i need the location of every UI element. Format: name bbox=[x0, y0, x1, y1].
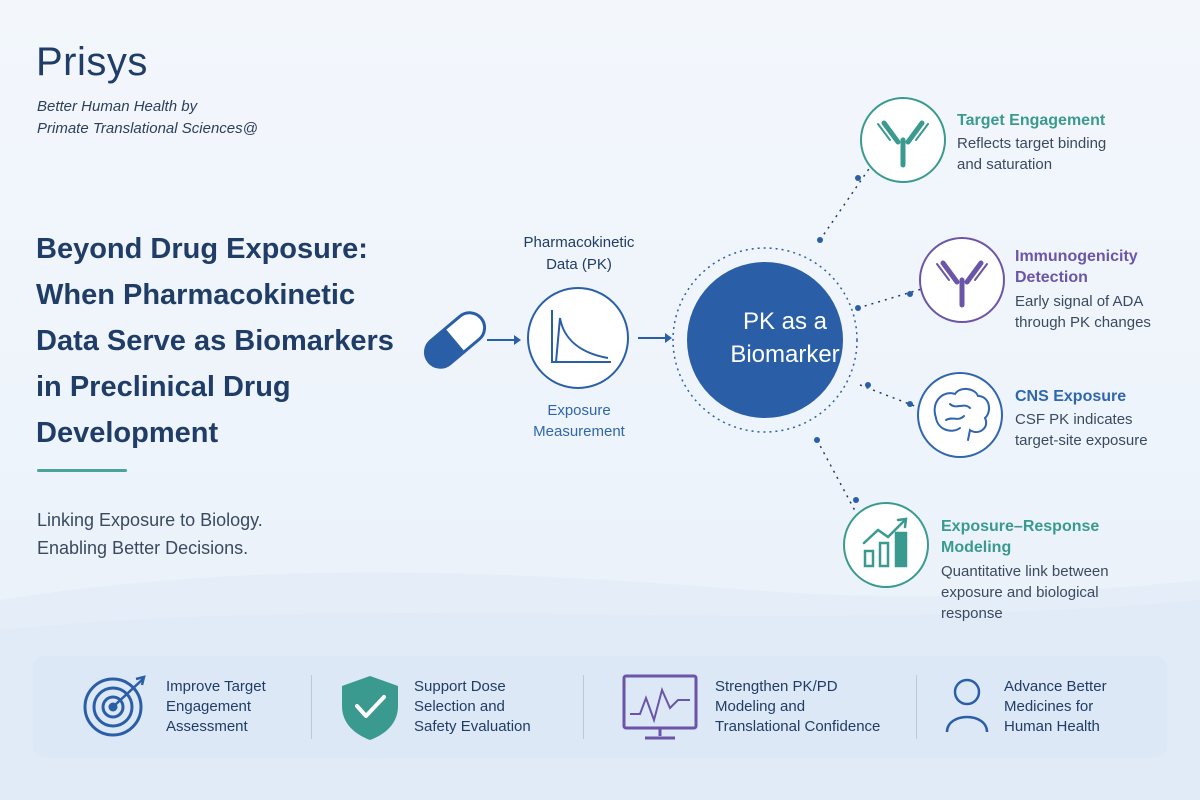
monitor-chart-icon bbox=[622, 674, 698, 740]
hub-circle bbox=[672, 247, 858, 433]
pk-data-title: Pharmacokinetic Data (PK) bbox=[494, 232, 664, 276]
benefit-label: Improve Target Engagement Assessment bbox=[166, 677, 266, 737]
benefit-line: Strengthen PK/PD bbox=[715, 678, 838, 695]
benefit-label: Strengthen PK/PD Modeling and Translatio… bbox=[715, 677, 880, 737]
benefits-bar bbox=[33, 656, 1167, 758]
tagline-line: Better Human Health by bbox=[37, 98, 198, 115]
application-title: CNS Exposure bbox=[1015, 386, 1126, 407]
antibody-icon bbox=[919, 237, 1005, 323]
application-desc: Quantitative link between exposure and b… bbox=[941, 561, 1109, 624]
headline-line: Data Serve as Biomarkers bbox=[36, 325, 394, 357]
subheadline: Linking Exposure to Biology. Enabling Be… bbox=[37, 506, 263, 562]
application-title-line: Detection bbox=[1015, 269, 1088, 286]
connector-dots bbox=[814, 175, 913, 503]
application-desc-line: response bbox=[941, 605, 1003, 622]
connector-lines bbox=[816, 159, 926, 521]
pk-title-line: Data (PK) bbox=[546, 256, 612, 273]
application-title-line: Exposure–Response bbox=[941, 518, 1100, 535]
application-desc: CSF PK indicates target-site exposure bbox=[1015, 409, 1148, 451]
shield-check-icon bbox=[342, 676, 398, 740]
person-icon bbox=[945, 678, 989, 733]
pk-title-line: Pharmacokinetic bbox=[523, 234, 635, 251]
hub-label: PK as a Biomarker bbox=[700, 305, 870, 371]
application-desc: Reflects target binding and saturation bbox=[957, 133, 1106, 175]
arrow-icon bbox=[638, 333, 672, 343]
benefit-line: Human Health bbox=[1004, 718, 1100, 735]
benefit-line: Translational Confidence bbox=[715, 718, 881, 735]
divider bbox=[916, 675, 917, 739]
application-title-line: Immunogenicity bbox=[1015, 248, 1138, 265]
benefit-line: Selection and bbox=[414, 698, 505, 715]
benefit-line: Improve Target bbox=[166, 678, 266, 695]
headline: Beyond Drug Exposure: When Pharmacokinet… bbox=[36, 226, 416, 456]
application-desc-line: CSF PK indicates bbox=[1015, 411, 1133, 428]
subheadline-line: Enabling Better Decisions. bbox=[37, 538, 249, 558]
application-title: Target Engagement bbox=[957, 110, 1105, 131]
benefit-line: Modeling and bbox=[715, 698, 806, 715]
hub-label-line: Biomarker bbox=[730, 341, 840, 368]
tagline-line: Primate Translational Sciences@ bbox=[37, 120, 258, 137]
arrow-icon bbox=[487, 335, 521, 345]
antibody-icon bbox=[860, 97, 946, 183]
application-desc-line: Quantitative link between bbox=[941, 563, 1109, 580]
application-title: Immunogenicity Detection bbox=[1015, 246, 1138, 288]
benefit-line: Advance Better bbox=[1004, 678, 1107, 695]
brain-icon bbox=[917, 372, 1003, 458]
benefit-label: Support Dose Selection and Safety Evalua… bbox=[414, 677, 531, 737]
hub-label-line: PK as a bbox=[742, 308, 828, 335]
benefit-line: Engagement bbox=[166, 698, 252, 715]
pk-caption-line: Measurement bbox=[533, 423, 625, 440]
capsule-icon bbox=[423, 311, 487, 369]
application-desc-line: through PK changes bbox=[1015, 314, 1151, 331]
benefit-line: Support Dose bbox=[414, 678, 506, 695]
application-title: Exposure–Response Modeling bbox=[941, 516, 1099, 558]
application-title-line: Target Engagement bbox=[957, 112, 1106, 129]
benefit-line: Medicines for bbox=[1004, 698, 1094, 715]
pk-caption-line: Exposure bbox=[547, 402, 611, 419]
bar-chart-icon bbox=[843, 502, 929, 588]
headline-line: in Preclinical Drug bbox=[36, 371, 291, 403]
divider bbox=[583, 675, 584, 739]
application-title-line: Modeling bbox=[941, 539, 1012, 556]
application-title-line: CNS Exposure bbox=[1015, 388, 1127, 405]
subheadline-line: Linking Exposure to Biology. bbox=[37, 510, 263, 530]
headline-divider bbox=[37, 469, 127, 472]
benefit-label: Advance Better Medicines for Human Healt… bbox=[1004, 677, 1107, 737]
target-icon bbox=[83, 675, 146, 737]
brand-tagline: Better Human Health by Primate Translati… bbox=[37, 96, 258, 140]
benefit-line: Safety Evaluation bbox=[414, 718, 531, 735]
application-desc-line: Early signal of ADA bbox=[1015, 293, 1144, 310]
headline-line: Beyond Drug Exposure: bbox=[36, 233, 368, 265]
pk-curve-icon bbox=[527, 287, 629, 389]
divider bbox=[311, 675, 312, 739]
exposure-measurement-caption: Exposure Measurement bbox=[494, 400, 664, 442]
application-desc-line: target-site exposure bbox=[1015, 432, 1148, 449]
brand-logo-text: Prisys bbox=[36, 40, 148, 84]
application-desc-line: and saturation bbox=[957, 156, 1053, 173]
application-desc-line: exposure and biological bbox=[941, 584, 1099, 601]
headline-line: Development bbox=[36, 417, 219, 449]
headline-line: When Pharmacokinetic bbox=[36, 279, 356, 311]
application-desc: Early signal of ADA through PK changes bbox=[1015, 291, 1151, 333]
application-desc-line: Reflects target binding bbox=[957, 135, 1107, 152]
benefit-line: Assessment bbox=[166, 718, 248, 735]
